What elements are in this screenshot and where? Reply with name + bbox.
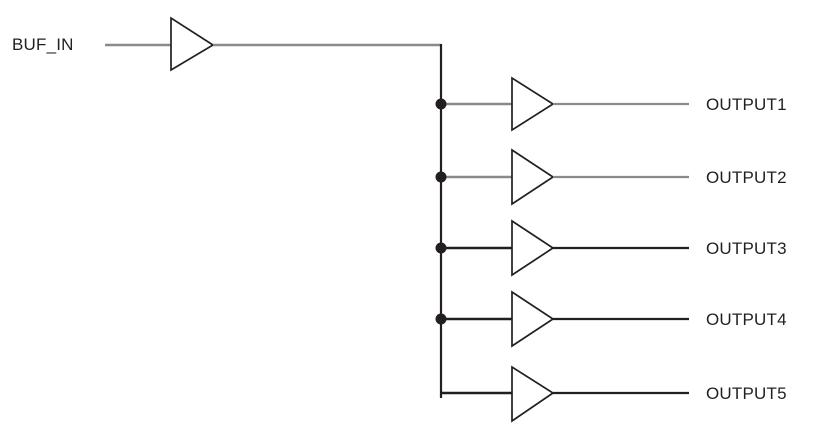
output-label-5: OUTPUT5: [706, 384, 787, 403]
junction-dot-3: [435, 242, 447, 254]
output-buffer-symbol-1: [511, 76, 555, 132]
junction-dot-2: [435, 171, 447, 183]
junction-dot-1: [435, 98, 447, 110]
output-buffer-symbol-4: [511, 290, 555, 348]
output-label-4: OUTPUT4: [706, 310, 787, 329]
output-buffer-symbol-3: [511, 219, 555, 277]
output-branch-1: [441, 76, 689, 132]
input-label-buf-in: BUF_IN: [12, 35, 74, 54]
input-buffer-symbol: [170, 16, 215, 72]
output-branch-2: [441, 148, 689, 206]
output-branch-5: [441, 365, 689, 423]
output-branches: [441, 76, 689, 423]
output-label-3: OUTPUT3: [706, 239, 787, 258]
input-net: BUF_IN: [12, 16, 441, 72]
bus-junction-dots: [435, 98, 447, 325]
junction-dot-4: [435, 313, 447, 325]
output-branch-3: [441, 219, 689, 277]
output-branch-4: [441, 290, 689, 348]
output-buffer-symbol-5: [511, 365, 555, 423]
output-label-2: OUTPUT2: [706, 168, 787, 187]
output-label-1: OUTPUT1: [706, 95, 787, 114]
output-buffer-symbol-2: [511, 148, 555, 206]
